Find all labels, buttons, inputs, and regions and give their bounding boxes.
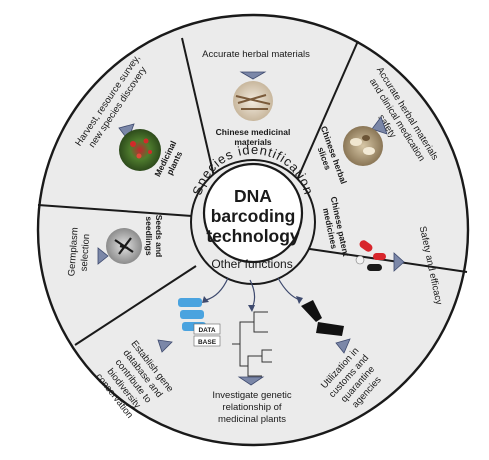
segment-dividers [37, 37, 468, 346]
arrow-icon [393, 252, 405, 272]
core-title-line1: DNA [234, 186, 272, 206]
arrow-icon [335, 338, 351, 354]
core-title-line3: technology [206, 226, 300, 246]
chinese-herbal-slices-photo [343, 126, 383, 166]
seeds-and-seedlings-label-2: seedlings [144, 216, 154, 255]
germplasm-text-1: Germplasm [66, 227, 80, 277]
genetic-relationship-text-1: Investigate genetic [212, 390, 291, 401]
customs-checkmark-icon [301, 300, 344, 336]
genetic-relationship-text-3: medicinal plants [218, 414, 286, 425]
germplasm-text-2: selection [79, 234, 93, 272]
arrow-icon [371, 116, 388, 135]
genetic-relationship-text-2: relationship of [222, 402, 282, 413]
other-functions-label: Other functions [211, 257, 292, 271]
seeds-and-seedlings-label-1: Seeds and [154, 215, 164, 258]
seeds-and-seedlings-photo [106, 228, 142, 264]
core-circle [202, 162, 304, 264]
medicinal-plants-photo [119, 129, 161, 171]
pills-icon [355, 240, 386, 271]
chinese-medicinal-materials-label-1: Chinese medicinal [216, 127, 291, 137]
database-tag-1: DATA [198, 327, 215, 334]
database-tag-2: BASE [198, 339, 217, 346]
chinese-medicinal-materials-label-2: materials [234, 137, 272, 147]
arrow-icon [97, 247, 109, 265]
arrowheads [202, 296, 303, 312]
chinese-medicinal-materials-photo [233, 81, 273, 121]
accurate-herbal-materials-text: Accurate herbal materials [202, 49, 310, 60]
arrow-icon [157, 339, 173, 353]
arrow-icon [239, 71, 267, 80]
phylogenetic-tree-icon [232, 311, 272, 377]
arrow-icon [237, 376, 265, 386]
database-icon [178, 298, 221, 347]
core-title-line2: barcoding [211, 206, 296, 226]
